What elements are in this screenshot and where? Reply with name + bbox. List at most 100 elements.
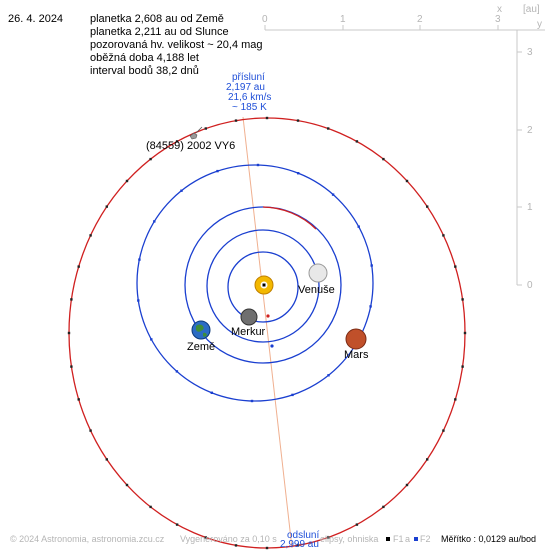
- earth-land: [196, 324, 207, 337]
- venus-orbit: [206, 229, 320, 343]
- asteroid-orbit-point: [461, 298, 464, 301]
- footer-f2: F2: [420, 534, 431, 544]
- aphelion-title: odsluní: [287, 530, 320, 541]
- asteroid-orbit-point: [382, 505, 385, 509]
- apsis-line: [242, 116, 293, 549]
- asteroid-orbit-point: [426, 205, 429, 208]
- ellipse-focus-marker: [266, 314, 270, 318]
- asteroid-orbit-point: [89, 429, 92, 432]
- venus-planet: [308, 263, 328, 283]
- mercury-orbit: [227, 251, 299, 323]
- asteroid-orbit-point: [67, 331, 71, 335]
- mars-label: Mars: [344, 349, 369, 361]
- focus2-square-icon: [414, 537, 418, 541]
- mars-orbit-point: [291, 393, 294, 397]
- earth-label: Země: [187, 341, 216, 353]
- mars-planet: [345, 328, 367, 350]
- y-tick-2: 2: [527, 125, 533, 136]
- info-period: oběžná doba 4,188 let: [90, 52, 199, 64]
- x-tick-0: 0: [262, 14, 268, 25]
- x-tick-1: 1: [340, 14, 346, 25]
- mars-orbit-point: [370, 264, 373, 267]
- asteroid-orbit-point: [234, 119, 238, 122]
- aphelion-distance: 2,999 au: [280, 539, 319, 550]
- asteroid-orbit-point: [296, 119, 300, 122]
- asteroid-orbit-point: [70, 365, 73, 368]
- x-axis-letter: x: [497, 4, 502, 15]
- asteroid-orbit-point: [204, 127, 207, 130]
- footer-scale: Měřítko : 0,0129 au/bod: [441, 534, 537, 544]
- asteroid-orbit-point: [89, 234, 92, 237]
- focus1-square-icon: [386, 537, 390, 541]
- mars-orbit-point: [180, 189, 183, 192]
- mercury-planet: [240, 308, 258, 326]
- asteroid-orbit-point: [355, 140, 359, 143]
- y-tick-0: 0: [527, 280, 533, 291]
- mars-orbit-point: [256, 163, 260, 167]
- axis-unit: [au]: [523, 4, 540, 15]
- asteroid-orbit-point: [105, 458, 108, 461]
- asteroid-orbit-point: [463, 331, 467, 335]
- earth-orbit-highlight: [262, 206, 317, 230]
- asteroid-orbit-point: [454, 398, 457, 401]
- mercury-label: Merkur: [231, 326, 266, 338]
- footer-and: a: [405, 534, 411, 544]
- asteroid-orbit-point: [426, 458, 429, 461]
- y-axis-letter: y: [537, 19, 542, 30]
- mars-orbit-point: [250, 399, 254, 403]
- asteroid-marker: [189, 132, 198, 140]
- x-axis: [264, 25, 545, 31]
- footer-f1: F1: [393, 534, 404, 544]
- asteroid-orbit-point: [405, 179, 409, 183]
- perihelion-temperature: ~ 185 K: [232, 102, 267, 113]
- asteroid-orbit-point: [125, 483, 129, 487]
- asteroid-orbit-points: [67, 116, 467, 550]
- asteroid-pointer: [195, 126, 203, 134]
- footer-legend: elipsy, ohniska: [320, 534, 379, 544]
- date-label: 26. 4. 2024: [8, 13, 64, 25]
- asteroid-orbit-point: [149, 505, 152, 509]
- asteroid-orbit-point: [382, 157, 385, 161]
- asteroid-orbit-point: [442, 429, 445, 432]
- mars-orbit-points: [137, 163, 373, 403]
- venus-label: Venuše: [298, 284, 335, 296]
- mars-orbit-point: [153, 220, 156, 223]
- perihelion-distance: 2,197 au: [226, 82, 265, 93]
- asteroid-orbit-point: [105, 205, 108, 208]
- mars-orbit-point: [150, 338, 153, 341]
- asteroid-label: (84559) 2002 VY6: [146, 140, 236, 152]
- asteroid-orbit-point: [296, 544, 300, 547]
- x-tick-2: 2: [417, 14, 423, 25]
- mars-orbit-point: [357, 225, 360, 228]
- asteroid-orbit-point: [204, 536, 207, 539]
- y-tick-3: 3: [527, 47, 533, 58]
- asteroid-orbit: [68, 117, 466, 549]
- mars-orbit-point: [331, 193, 335, 196]
- mars-orbit-point: [210, 391, 213, 394]
- footer-generated: Vygenerováno za 0,10 s: [180, 534, 277, 544]
- asteroid-orbit-point: [405, 483, 409, 487]
- asteroid-orbit-point: [149, 157, 152, 161]
- perihelion-title: přísluní: [232, 72, 265, 83]
- asteroid-orbit-point: [327, 536, 330, 539]
- asteroid-orbit-point: [442, 234, 445, 237]
- footer-copyright: © 2024 Astronomia, astronomia.zcu.cz: [10, 534, 165, 544]
- y-tick-1: 1: [527, 202, 533, 213]
- mars-orbit-point: [327, 374, 330, 377]
- mars-orbit-point: [137, 299, 140, 302]
- asteroid-orbit-point: [454, 265, 457, 268]
- asteroid-orbit-point: [234, 544, 238, 547]
- asteroid-orbit-point: [265, 116, 269, 120]
- asteroid-orbit-point: [265, 546, 269, 550]
- asteroid-orbit-point: [70, 298, 73, 301]
- mars-focus-marker: [270, 344, 274, 348]
- mars-orbit-point: [369, 305, 372, 308]
- asteroid-orbit-point: [77, 398, 80, 401]
- info-distance-earth: planetka 2,608 au od Země: [90, 13, 224, 25]
- mars-orbit-point: [138, 258, 141, 261]
- y-axis: [516, 30, 522, 286]
- mars-orbit: [136, 164, 374, 402]
- info-magnitude: pozorovaná hv. velikost ~ 20,4 mag: [90, 39, 263, 51]
